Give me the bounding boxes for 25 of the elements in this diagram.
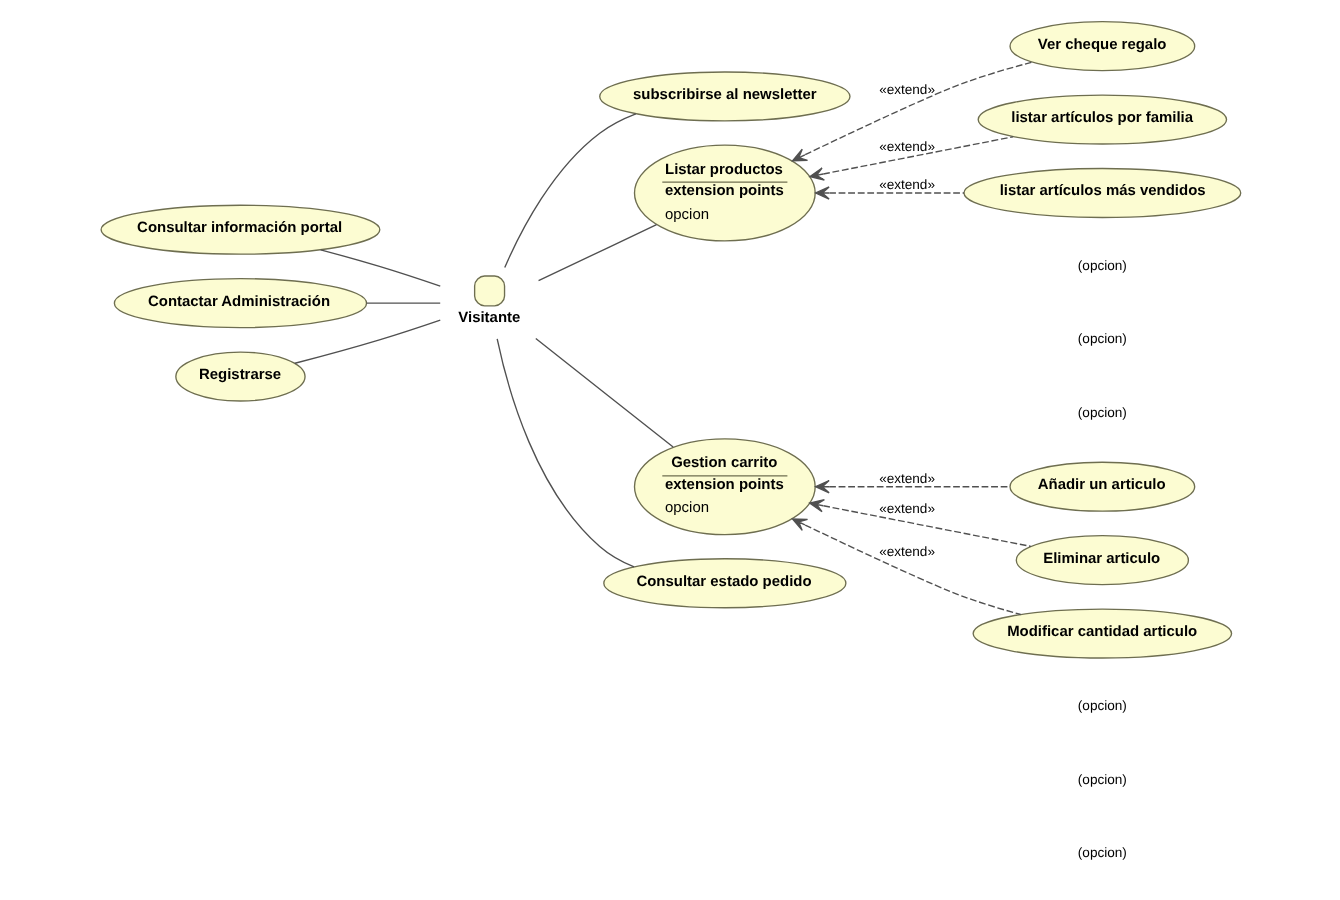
connector (536, 224, 657, 282)
node-ellipse: Contactar Administración (112, 278, 367, 329)
arrow (790, 518, 1021, 616)
arrow (808, 136, 1013, 181)
arrow (790, 61, 1032, 162)
node-ellipse: Consultar información portal (99, 204, 380, 255)
node-ellipse: Eliminar articulo (1014, 535, 1189, 586)
connector (319, 249, 440, 287)
node-ellipse: Consultar estado pedido (602, 558, 846, 609)
connector (495, 338, 634, 568)
node-ellipse: subscribirse al newsletter (598, 71, 850, 122)
node-label: Visitante (457, 307, 520, 326)
node-ellipse: Registrarse (174, 351, 305, 402)
arrow (813, 479, 1010, 494)
connector (364, 302, 440, 304)
connector (534, 337, 673, 448)
node-ellipse: Añadir un articulo (1008, 461, 1195, 512)
node-ellipse: Modificar cantidad articulo (971, 608, 1232, 659)
connector (293, 319, 440, 364)
connector (503, 113, 636, 269)
node-ellipse: Ver cheque regalo (1008, 21, 1195, 72)
arrow (813, 186, 964, 200)
node-ellipse: listar artículos más vendidos (962, 167, 1241, 219)
node-ellipse: listar artículos por familia (976, 94, 1227, 145)
arrow (808, 499, 1031, 548)
